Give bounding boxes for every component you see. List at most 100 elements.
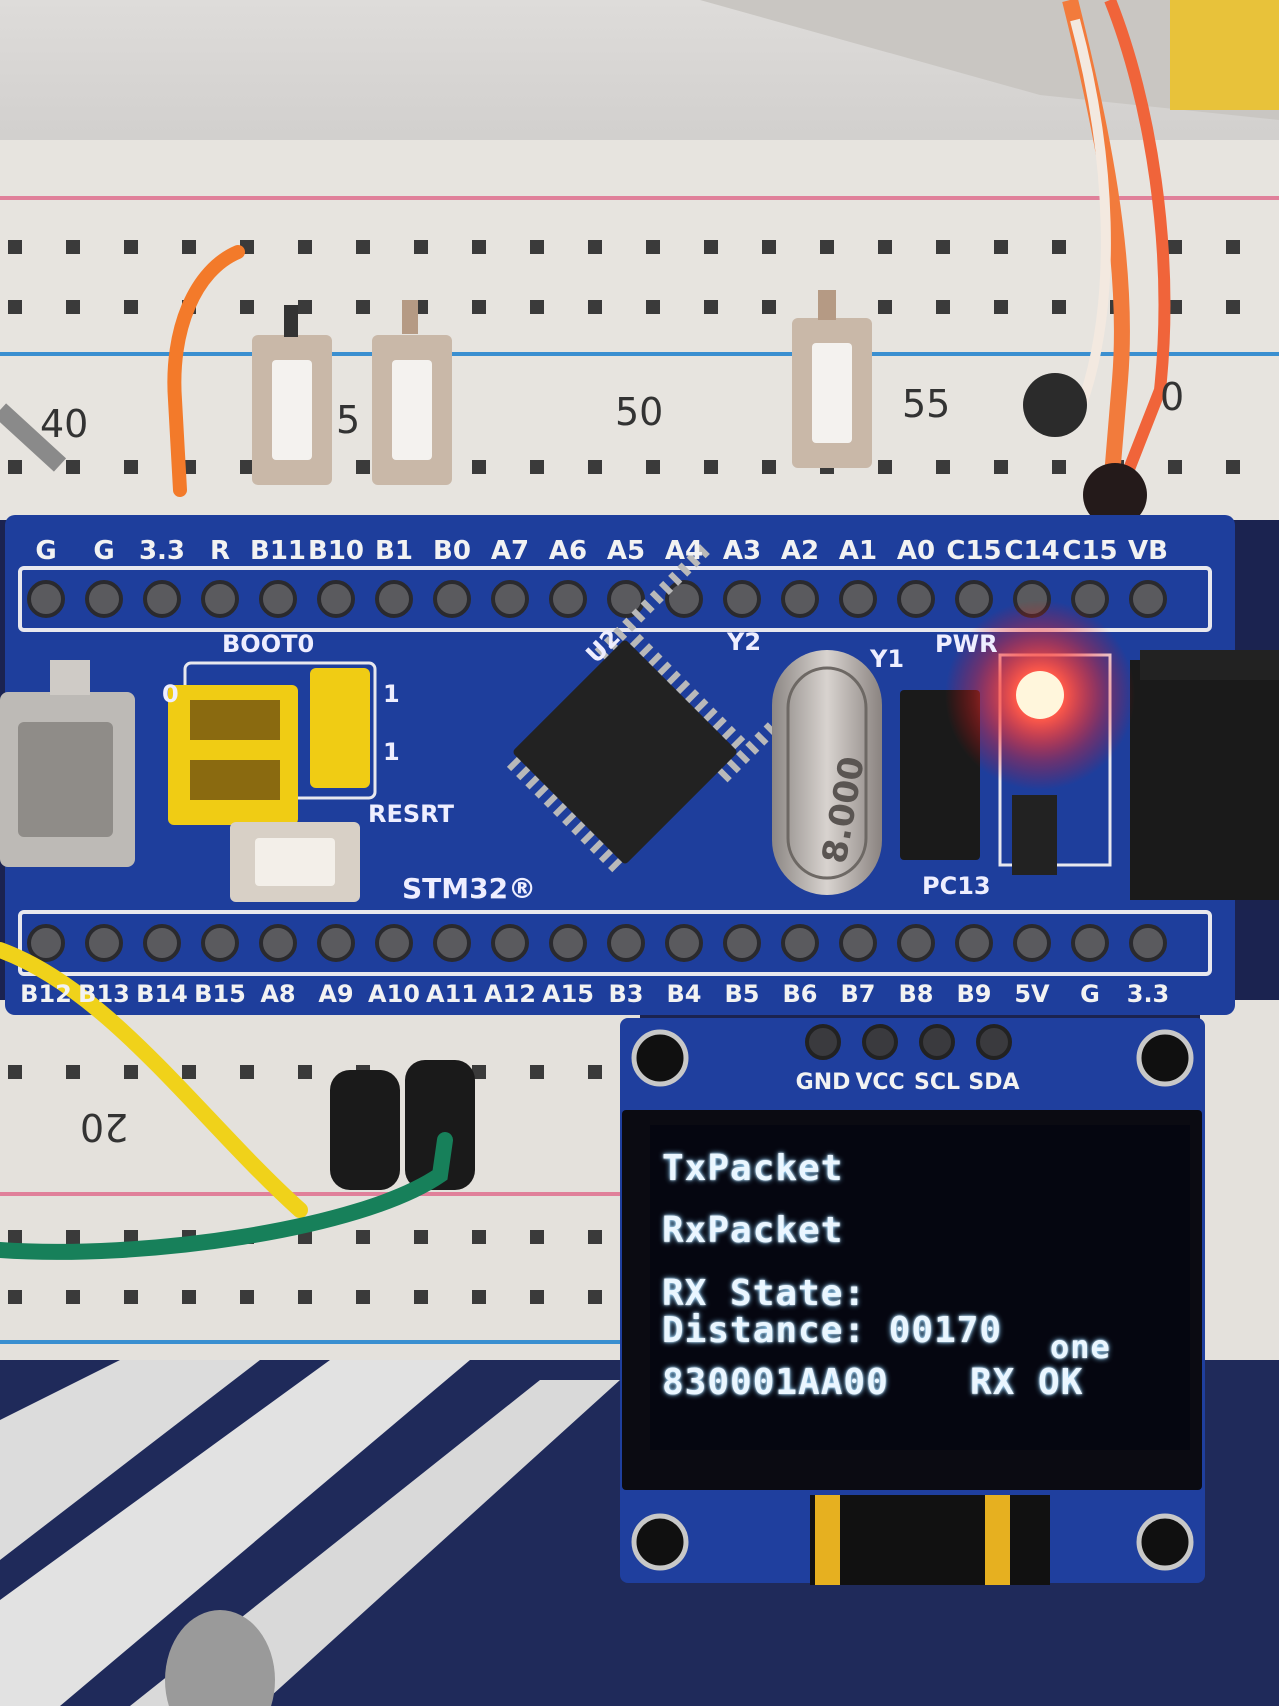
bottom-header-pin [375, 924, 413, 962]
bottom-header-pin [201, 924, 239, 962]
top-header-pin [897, 580, 935, 618]
bottom-header-pin-label: B14 [136, 980, 188, 1008]
red-rail-line [0, 196, 1279, 200]
breadboard-hole [240, 1290, 254, 1304]
wire-header-1 [330, 1070, 400, 1190]
breadboard-hole [1052, 300, 1066, 314]
column-number: 20 [80, 1105, 129, 1149]
column-number: 0 [1160, 375, 1185, 419]
oled-pin-label: SDA [968, 1070, 1020, 1095]
breadboard-hole [182, 240, 196, 254]
bottom-header-pin-label: A11 [426, 980, 478, 1008]
breadboard-hole [762, 460, 776, 474]
bottom-header-pin [85, 924, 123, 962]
breadboard-hole [8, 1230, 22, 1244]
top-header-pin-label: B11 [250, 536, 306, 566]
breadboard-hole [298, 1065, 312, 1079]
top-header-pin [955, 580, 993, 618]
top-header-pin-label: C14 [1004, 536, 1060, 566]
breadboard-hole [182, 1290, 196, 1304]
bottom-header-pin [955, 924, 993, 962]
breadboard-hole [66, 240, 80, 254]
breadboard-hole [704, 300, 718, 314]
breadboard-hole [124, 240, 138, 254]
breadboard-hole [124, 1065, 138, 1079]
breadboard-hole [298, 300, 312, 314]
breadboard-hole [994, 240, 1008, 254]
oled-pin-label: GND [795, 1070, 851, 1095]
yellow-object [1170, 0, 1279, 110]
bottom-header-pin-label: B6 [782, 980, 818, 1008]
breadboard-hole [1168, 240, 1182, 254]
boot-label: BOOT0 [222, 630, 315, 658]
y2-label: Y2 [727, 628, 762, 656]
breadboard-hole [8, 1065, 22, 1079]
oled-pin [862, 1024, 898, 1060]
bottom-header-pin-label: B8 [898, 980, 934, 1008]
top-header-pin [375, 580, 413, 618]
column-number: 5 [336, 398, 361, 442]
breadboard-hole [240, 300, 254, 314]
top-header-pin-label: A0 [896, 536, 936, 566]
column-number: 55 [902, 382, 951, 426]
breadboard-hole [588, 300, 602, 314]
bottom-header-pin [1071, 924, 1109, 962]
top-header-pin [781, 580, 819, 618]
breadboard-hole [878, 300, 892, 314]
top-header-pin-label: B1 [375, 536, 413, 566]
breadboard-hole [472, 1065, 486, 1079]
breadboard-hole [66, 300, 80, 314]
breadboard-hole [182, 1065, 196, 1079]
top-header-pin [723, 580, 761, 618]
breadboard-hole [1168, 460, 1182, 474]
breadboard-hole [414, 1230, 428, 1244]
top-header-pin-label: G [35, 536, 57, 566]
bottom-header-pin [781, 924, 819, 962]
breadboard-hole [472, 460, 486, 474]
breadboard-hole [704, 460, 718, 474]
breadboard-hole [878, 460, 892, 474]
jumper-label-1a: 1 [383, 680, 400, 708]
top-header-pin [839, 580, 877, 618]
oled-line-rx-ok: RX OK [970, 1362, 1084, 1403]
top-header-pin-label: VB [1128, 536, 1168, 566]
bottom-header-pin [665, 924, 703, 962]
bottom-header-pin [433, 924, 471, 962]
bottom-header-pin-label: A10 [368, 980, 420, 1008]
blue-rail-line [0, 352, 1279, 356]
column-number: 50 [615, 390, 664, 434]
breadboard-hole [1052, 240, 1066, 254]
top-header-pin-label: A1 [838, 536, 878, 566]
top-header-pin [607, 580, 645, 618]
breadboard-hole [588, 1065, 602, 1079]
push-buttons [252, 290, 872, 485]
breadboard-hole [8, 460, 22, 474]
top-header-pin [85, 580, 123, 618]
breadboard-upper [0, 140, 1279, 520]
brand-label: STM32® [402, 872, 537, 905]
top-header-pin-label: A2 [780, 536, 820, 566]
metal-object [165, 1610, 275, 1706]
breadboard-hole [356, 300, 370, 314]
breadboard-hole [356, 1290, 370, 1304]
bottom-header-pin-label: A12 [484, 980, 536, 1008]
breadboard-hole [704, 240, 718, 254]
breadboard-hole [8, 1290, 22, 1304]
breadboard-hole [646, 300, 660, 314]
breadboard-hole [472, 1290, 486, 1304]
bottom-header-pin-label: B7 [840, 980, 876, 1008]
breadboard-hole [1052, 460, 1066, 474]
breadboard-hole [472, 240, 486, 254]
breadboard-hole [472, 300, 486, 314]
breadboard-hole [530, 1065, 544, 1079]
bottom-header-pin-label: 3.3 [1126, 980, 1170, 1008]
breadboard-hole [356, 1230, 370, 1244]
oled-line-rx-state: RX State: [662, 1273, 867, 1314]
bottom-header-pin [317, 924, 355, 962]
breadboard-hole [414, 1290, 428, 1304]
breadboard-hole [530, 460, 544, 474]
oled-line-distance: Distance: 00170 [662, 1310, 1003, 1351]
breadboard-hole [820, 240, 834, 254]
bottom-header-pin [259, 924, 297, 962]
pc13-label: PC13 [922, 872, 991, 900]
